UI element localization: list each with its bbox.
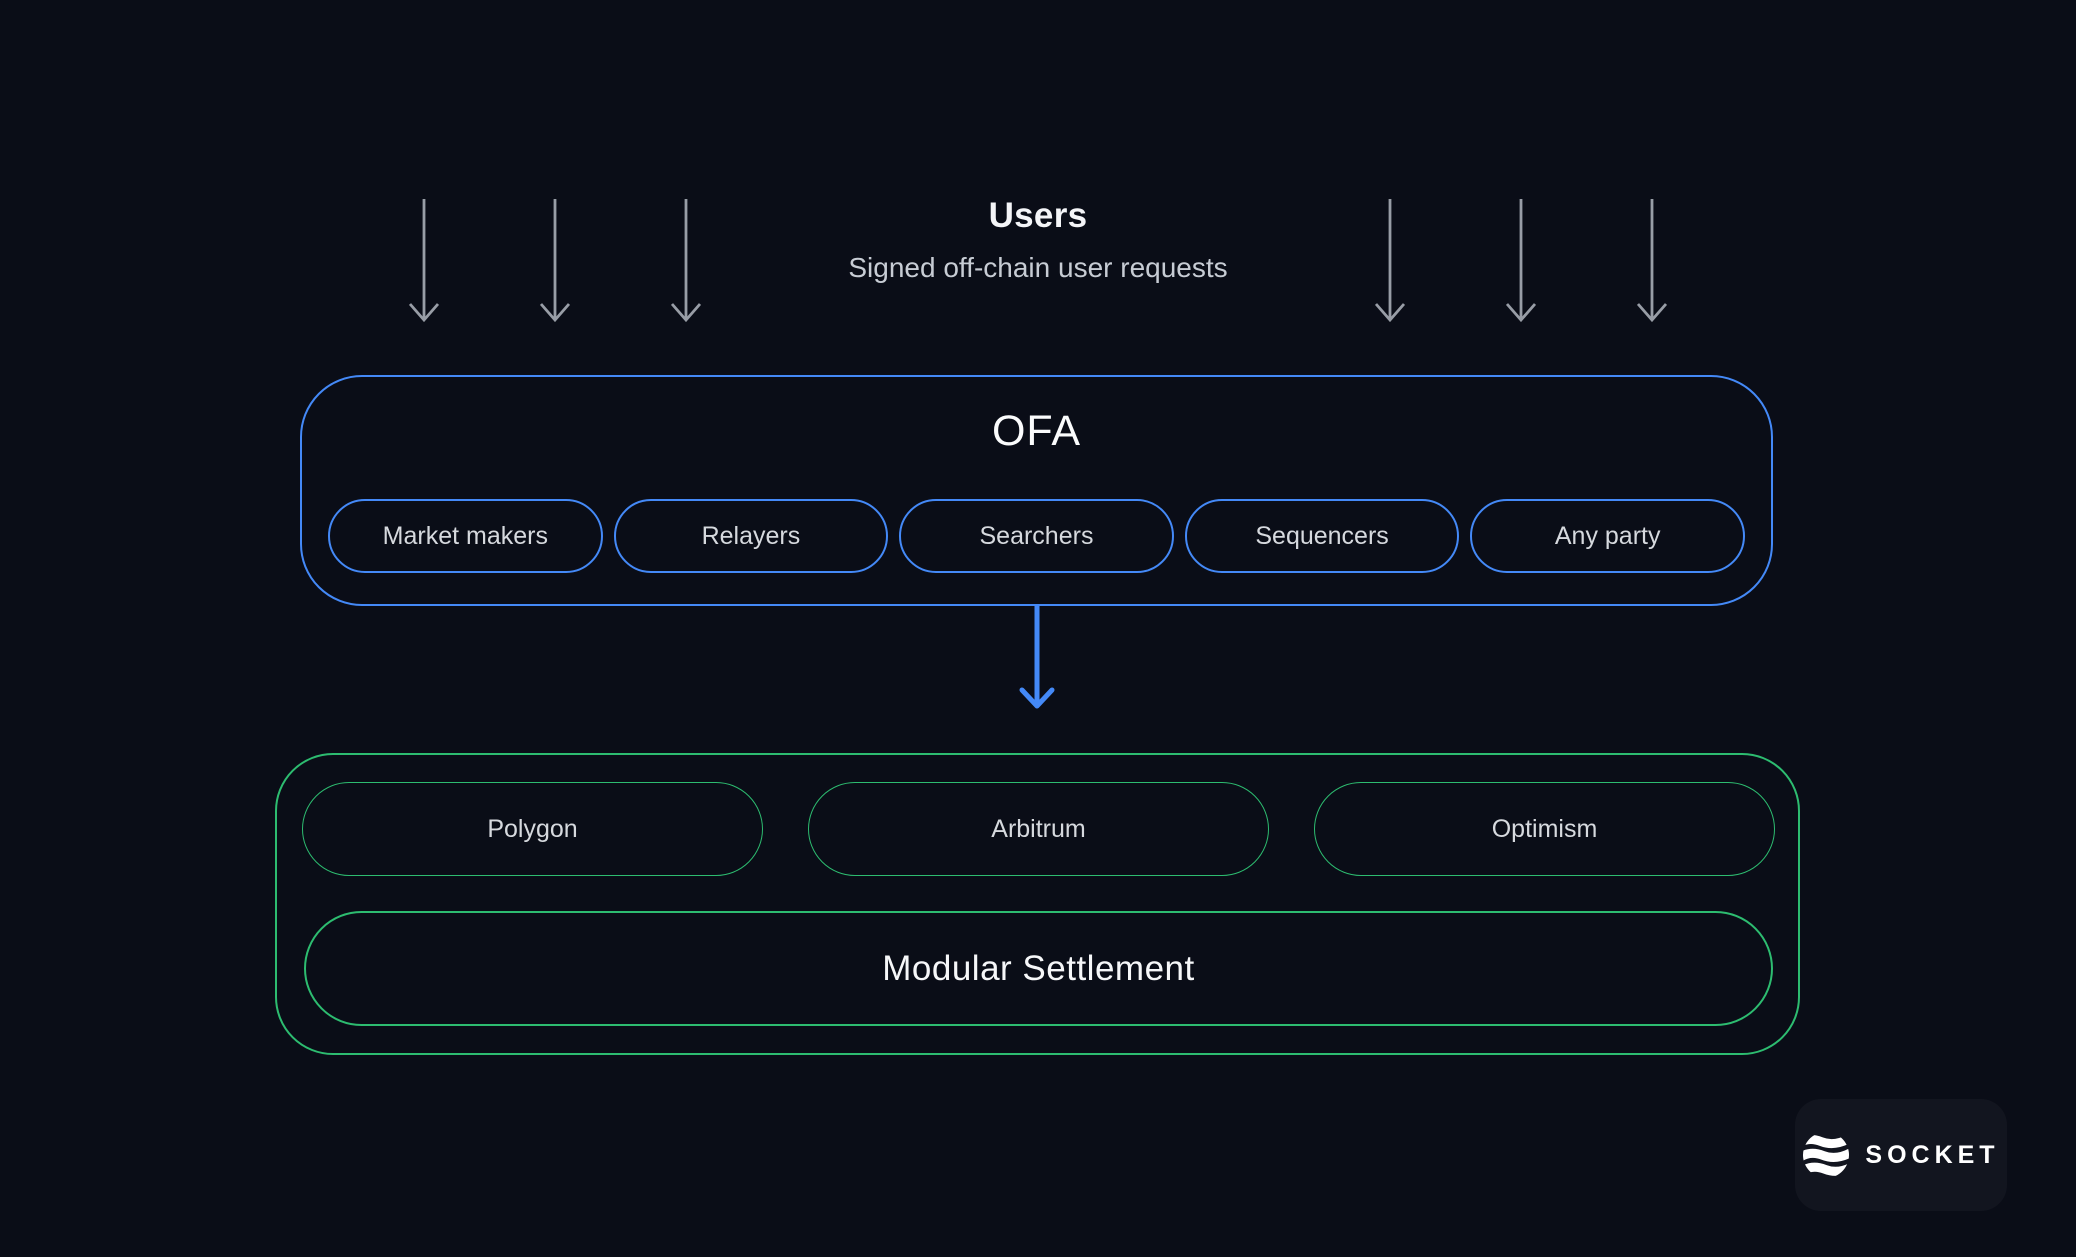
- ofa-pill-any-party: Any party: [1470, 499, 1745, 573]
- down-arrow-icon: [1374, 199, 1406, 323]
- ofa-pill-searchers: Searchers: [899, 499, 1174, 573]
- chain-pill-arbitrum: Arbitrum: [808, 782, 1269, 876]
- socket-globe-wave-icon: [1802, 1131, 1851, 1179]
- ofa-pill-relayers: Relayers: [613, 499, 889, 573]
- ofa-container: OFA Market makers Relayers Searchers Seq…: [300, 375, 1773, 606]
- down-arrow-icon: [670, 199, 702, 323]
- brand-name: SOCKET: [1865, 1140, 2000, 1169]
- down-arrow-icon: [539, 199, 571, 323]
- users-subtitle: Signed off-chain user requests: [848, 252, 1228, 283]
- chain-pill-optimism: Optimism: [1314, 782, 1775, 876]
- down-arrow-icon: [408, 199, 440, 323]
- settlement-container: Polygon Arbitrum Optimism Modular Settle…: [275, 753, 1800, 1055]
- ofa-pill-sequencers: Sequencers: [1184, 499, 1460, 573]
- ofa-pill-market-makers: Market makers: [328, 499, 603, 573]
- ofa-participants-row: Market makers Relayers Searchers Sequenc…: [328, 499, 1745, 573]
- ofa-title: OFA: [991, 407, 1082, 455]
- socket-branding: SOCKET: [1795, 1099, 2007, 1211]
- modular-settlement-label: Modular Settlement: [882, 948, 1195, 988]
- chain-pill-polygon: Polygon: [302, 782, 763, 876]
- down-arrow-icon: [1636, 199, 1668, 323]
- modular-settlement-box: Modular Settlement: [304, 911, 1773, 1026]
- users-title: Users: [988, 196, 1088, 235]
- users-section: Users Signed off-chain user requests: [0, 196, 2076, 284]
- down-arrow-icon: [1505, 199, 1537, 323]
- chain-row: Polygon Arbitrum Optimism: [302, 782, 1775, 876]
- down-arrow-icon: [1019, 604, 1055, 709]
